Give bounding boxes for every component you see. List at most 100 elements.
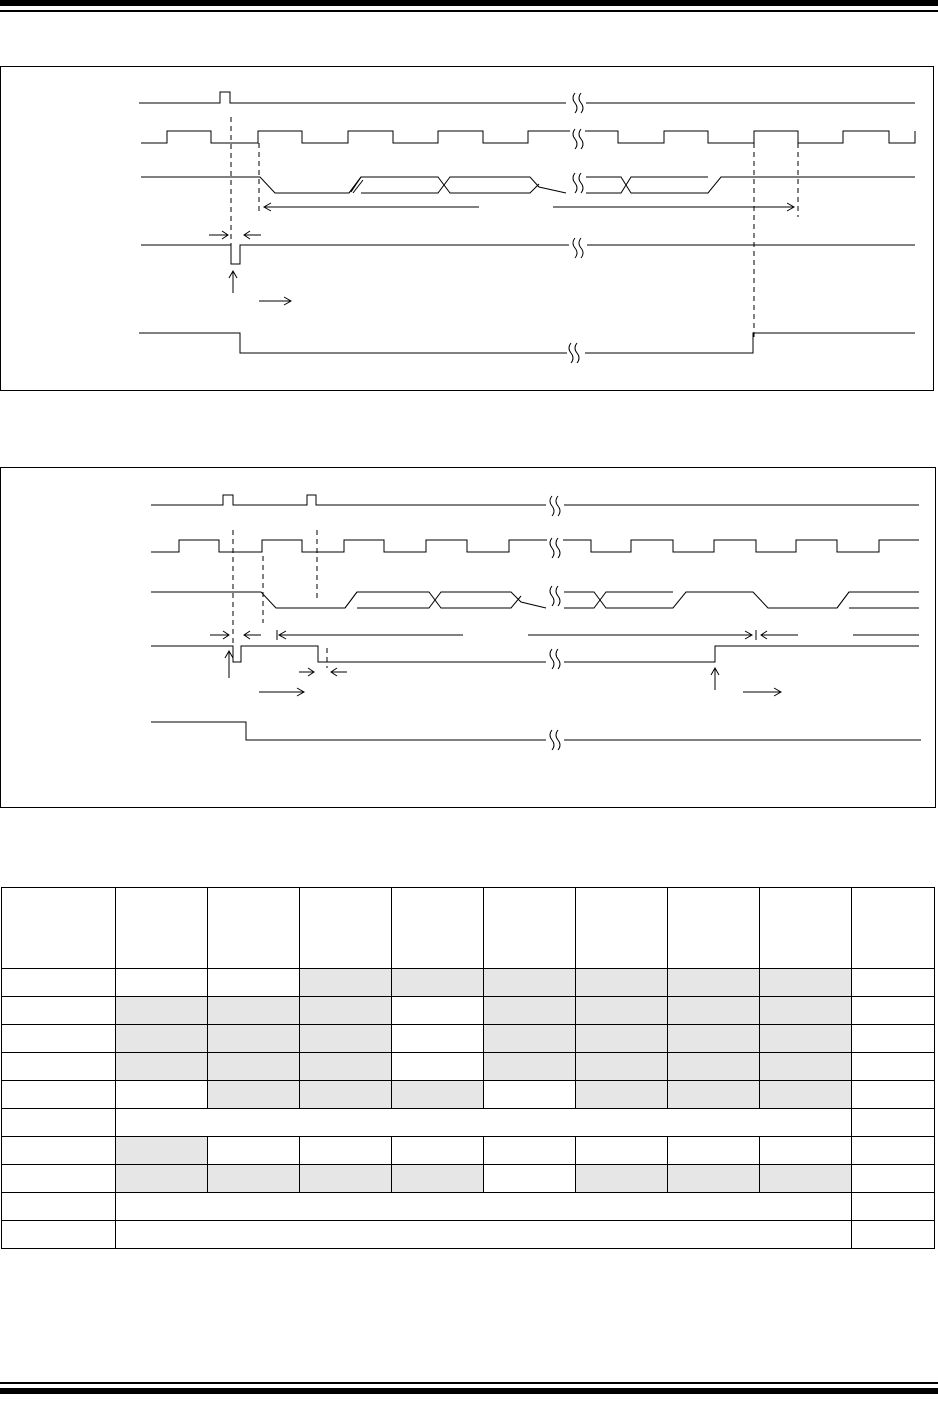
table-cell [207,1080,300,1109]
table-cell [1,996,116,1025]
table-cell [483,1052,576,1081]
table-row [1,1192,935,1221]
level-signal [139,332,915,354]
table-cell [1,1220,116,1249]
dimension-arrow-icon [210,630,919,677]
table-cell [207,1136,300,1165]
table-row [1,968,935,997]
data-bus-signal [151,591,919,609]
level-signal [151,721,921,741]
table-cell [1,1024,116,1053]
table-cell [391,1052,484,1081]
table-cell [667,1136,760,1165]
table-cell [483,996,576,1025]
table-cell [1,1108,116,1137]
table-cell [115,1052,208,1081]
table-cell [391,1164,484,1193]
table-cell [115,968,208,997]
guide-lines [232,530,328,668]
arrow-up-icon [224,649,720,690]
table-cell [115,1192,852,1221]
table-cell [299,996,392,1025]
table-cell [759,1136,852,1165]
table-cell [115,996,208,1025]
table-cell [851,968,935,997]
table-cell [299,1024,392,1053]
table-cell [851,1052,935,1081]
header-cell [391,887,484,969]
table-cell [299,1080,392,1109]
header-cell [667,887,760,969]
break-mark-icon [549,495,561,751]
bottom-rule [0,1382,938,1394]
timing-diagram-2 [0,467,936,808]
table-cell [667,1080,760,1109]
table-cell [575,1164,668,1193]
header-cell [1,887,116,969]
table-cell [483,1136,576,1165]
arrow-right-icon [259,296,293,306]
header-cell [115,887,208,969]
table-cell [759,1164,852,1193]
table-cell [575,996,668,1025]
table-cell [391,1080,484,1109]
table-cell [667,996,760,1025]
table-cell [1,1080,116,1109]
table-cell [299,1164,392,1193]
table-cell [851,1164,935,1193]
table-row [1,1220,935,1249]
table-row [1,1080,935,1109]
header-cell [207,887,300,969]
clock-signal [151,539,919,553]
table-cell [115,1164,208,1193]
dimension-arrow-icon [262,202,796,212]
table-cell [575,968,668,997]
header-cell [299,887,392,969]
table-cell [299,1136,392,1165]
table-cell [759,968,852,997]
table-cell [851,1108,935,1137]
table-cell [483,968,576,997]
table-cell [483,1024,576,1053]
table-cell [759,996,852,1025]
table-row [1,1108,935,1137]
table-cell [207,968,300,997]
header-cell [759,887,852,969]
table-cell [1,968,116,997]
table-cell [1,1052,116,1081]
arrow-right-icon [259,687,783,697]
table-cell [575,1024,668,1053]
table-cell [391,968,484,997]
pulse-signal [139,91,915,104]
table-cell [391,1136,484,1165]
top-rule [0,0,938,12]
table-cell [667,968,760,997]
table-cell [115,1024,208,1053]
table-cell [1,1164,116,1193]
register-table [1,887,935,1249]
table-cell [851,1024,935,1053]
table-cell [1,1136,116,1165]
table-cell [851,1080,935,1109]
timing-diagram-1 [0,66,934,391]
guide-lines [230,117,799,337]
table-cell [667,1164,760,1193]
table-cell [483,1164,576,1193]
table-cell [575,1052,668,1081]
table-row [1,1136,935,1165]
table-cell [851,1220,935,1249]
table-row [1,1024,935,1053]
table-cell [207,1052,300,1081]
table-cell [115,1136,208,1165]
table-cell [667,1052,760,1081]
break-mark-icon [568,92,584,364]
table-cell [115,1220,852,1249]
header-cell [575,887,668,969]
table-row [1,1164,935,1193]
table-cell [299,968,392,997]
table-header-row [1,887,935,969]
table-cell [115,1080,208,1109]
table-cell [299,1052,392,1081]
table-cell [851,1136,935,1165]
table-cell [851,1192,935,1221]
